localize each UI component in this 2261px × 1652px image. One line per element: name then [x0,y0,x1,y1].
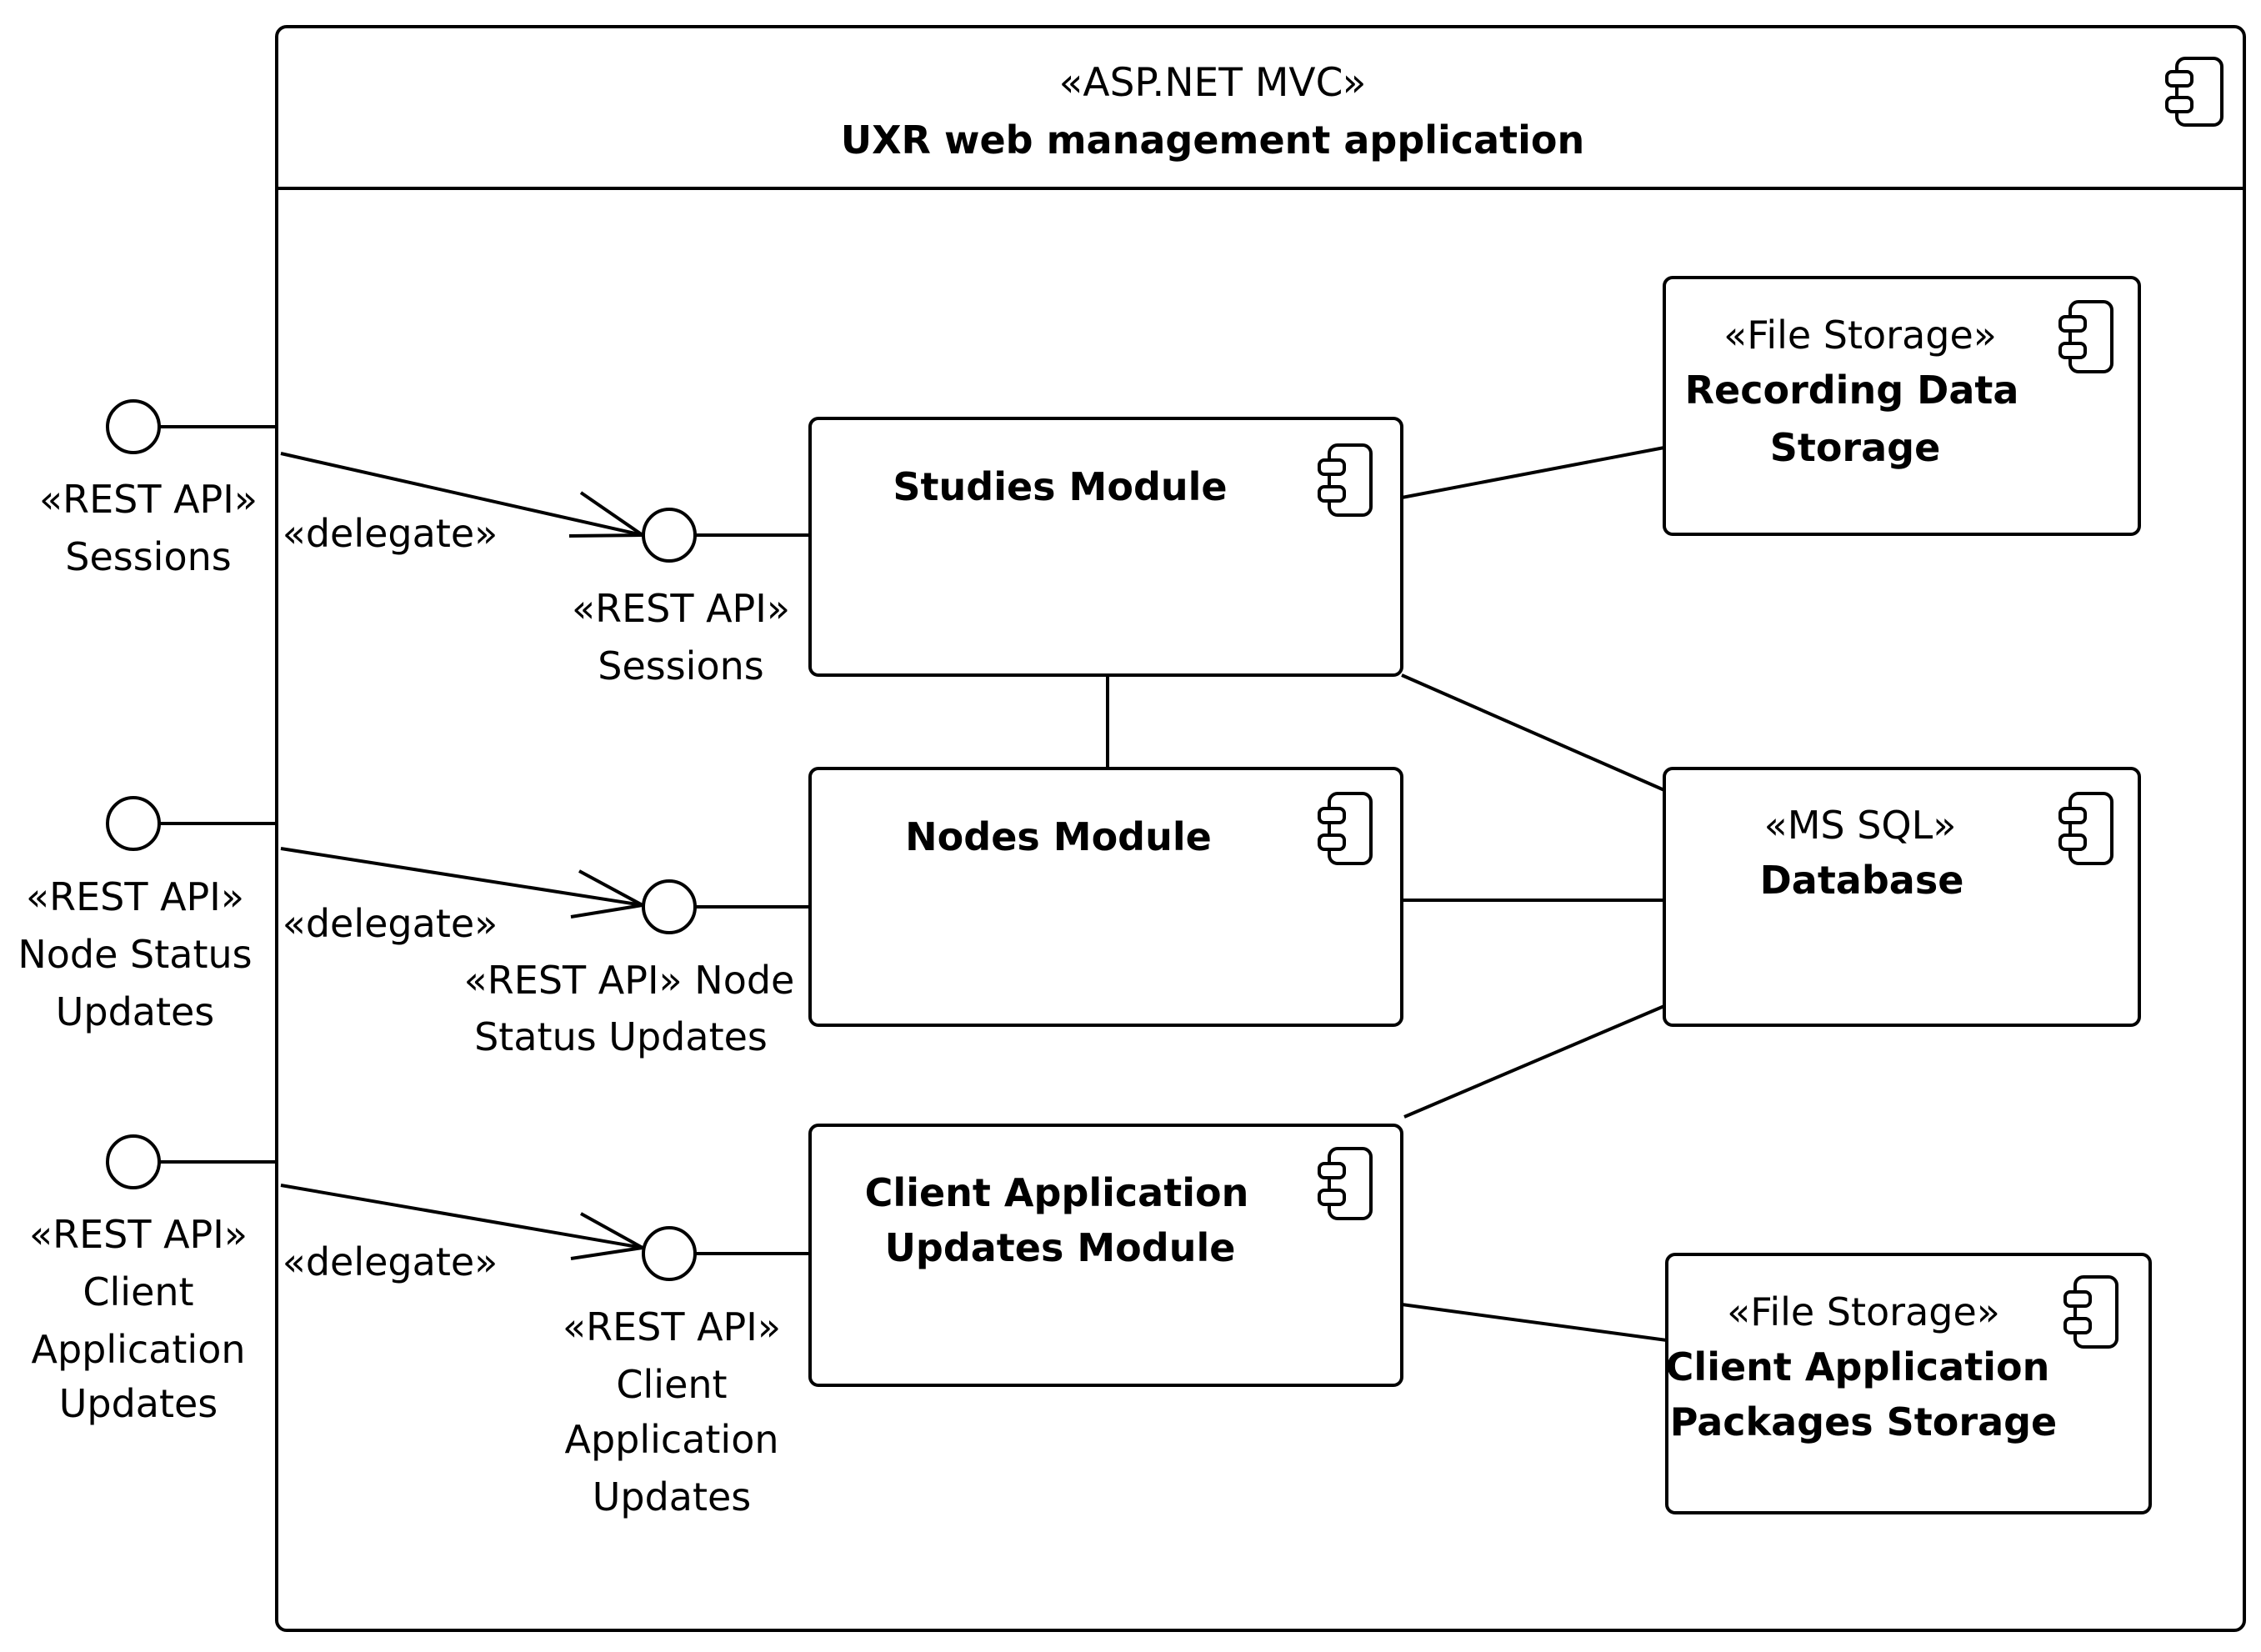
nodes-module-box [808,767,1403,1027]
delegate-label-client-updates: «delegate» [283,1239,498,1284]
container-title: UXR web management application [841,118,1585,163]
external-port-sessions: «REST API» Sessions [39,399,277,579]
link-client-updates-packages-storage [1401,1303,1668,1342]
packages-storage-stereotype: «File Storage» [1727,1289,2000,1334]
external-node-status-line-3: Updates [56,989,215,1034]
external-interface-client-updates [106,1134,161,1189]
external-port-client-updates: «REST API» Client Application Updates [29,1134,277,1426]
packages-storage: «File Storage» Client Application Packag… [1665,1253,2152,1514]
internal-port-node-status: «REST API» Node Status Updates [464,879,810,1059]
internal-client-updates-line-3: Application [564,1417,778,1462]
internal-interface-sessions [642,508,697,563]
internal-node-status-line-2: Status Updates [474,1014,768,1059]
internal-client-updates-line-4: Updates [593,1474,752,1519]
client-updates-module-name-line-2: Updates Module [885,1225,1236,1270]
database-name: Database [1760,858,1964,903]
component-icon [2058,792,2113,865]
internal-sessions-line-1: «REST API» [572,586,790,631]
recording-data-storage: «File Storage» Recording Data Storage [1663,276,2141,536]
delegate-connector-sessions: «delegate» [280,452,648,556]
link-studies-recording-storage [1401,446,1665,499]
delegate-connector-node-status: «delegate» [280,847,648,946]
recording-storage-stereotype: «File Storage» [1723,313,1997,358]
component-icon [2063,1275,2118,1349]
delegate-label-node-status: «delegate» [283,901,498,946]
internal-client-updates-line-1: «REST API» [563,1304,781,1349]
internal-interface-client-updates [642,1226,697,1281]
database-stereotype: «MS SQL» [1764,803,1957,848]
external-client-updates-line-4: Updates [59,1381,218,1426]
internal-interface-node-status [642,879,697,934]
external-node-status-line-1: «REST API» [26,874,244,919]
internal-port-sessions: «REST API» Sessions [572,508,810,688]
delegate-label-sessions: «delegate» [283,511,498,556]
studies-module: Studies Module [808,417,1403,677]
component-icon [2165,57,2223,127]
component-icon [1318,1147,1373,1220]
container-stereotype: «ASP.NET MVC» [1059,60,1367,106]
client-updates-module-box [808,1124,1403,1387]
internal-node-status-line-1: «REST API» Node [464,958,795,1003]
internal-sessions-line-2: Sessions [598,643,763,688]
external-sessions-line-2: Sessions [65,534,231,579]
packages-storage-name-line-1: Client Application [1666,1344,2050,1389]
external-interface-sessions [106,399,161,454]
external-port-node-status: «REST API» Node Status Updates [18,796,277,1034]
external-node-status-line-2: Node Status [18,932,252,977]
internal-port-client-updates: «REST API» Client Application Updates [563,1226,810,1519]
nodes-module: Nodes Module [808,767,1403,1027]
external-client-updates-line-3: Application [31,1327,245,1372]
database-component: «MS SQL» Database [1663,767,2141,1027]
client-updates-module: Client Application Updates Module [808,1124,1403,1387]
studies-module-name: Studies Module [893,464,1227,509]
nodes-module-name: Nodes Module [905,814,1212,859]
database-box [1663,767,2141,1027]
link-client-updates-database [1403,1004,1665,1119]
internal-client-updates-line-2: Client [616,1362,727,1407]
component-icon [1318,792,1373,865]
external-client-updates-line-1: «REST API» [29,1212,248,1257]
recording-storage-name-line-1: Recording Data [1685,368,2019,413]
studies-module-box [808,417,1403,677]
packages-storage-name-line-2: Packages Storage [1670,1399,2058,1444]
external-client-updates-line-2: Client [83,1269,193,1314]
recording-storage-name-line-2: Storage [1770,425,1941,470]
link-studies-database [1401,673,1665,792]
external-sessions-line-1: «REST API» [39,477,258,522]
packages-storage-box [1665,1253,2152,1514]
external-interface-node-status [106,796,161,851]
component-icon [1318,443,1373,517]
client-updates-module-name-line-1: Client Application [865,1170,1249,1215]
recording-storage-box [1663,276,2141,536]
component-icon [2058,300,2113,373]
